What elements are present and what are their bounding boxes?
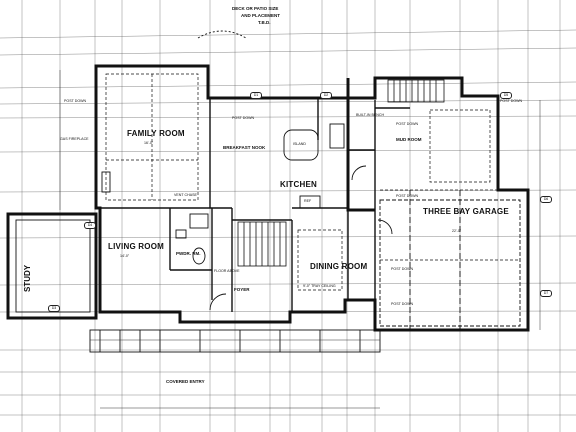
garage-label: THREE BAY GARAGE [423, 207, 509, 216]
tray-ceiling-note: 9'-0" TRAY CEILING [303, 284, 336, 288]
deck-note-line3: T.B.D. [258, 20, 271, 25]
island-label: ISLAND [293, 142, 306, 146]
ref-label: REF [304, 199, 312, 203]
foyer-label: FOYER [234, 287, 250, 292]
window-tag-7: D7 [540, 290, 552, 297]
living-room-dimension: 14'-0" [120, 254, 130, 258]
window-tag-1: D1 [250, 92, 262, 99]
deck-note-line1: DECK OR PATIO SIZE [232, 6, 279, 11]
fixtures [15, 30, 521, 353]
window-tag-4: D4 [84, 222, 96, 229]
kitchen-island [283, 129, 319, 161]
post-down-note-7: POST DOWN [500, 99, 523, 103]
living-room-label: LIVING ROOM [108, 242, 164, 251]
family-room-label: FAMILY ROOM [127, 129, 185, 138]
dimension-lines [59, 70, 541, 409]
garage-dimension: 22'-0" [452, 229, 462, 233]
deck-note-line2: AND PLACEMENT [241, 13, 280, 18]
covered-entry-label: COVERED ENTRY [166, 379, 205, 384]
powder-room-label: PWDR. RM. [176, 251, 201, 256]
window-tag-3: D3 [48, 305, 60, 312]
window-tag-5: D5 [500, 92, 512, 99]
kitchen-label: KITCHEN [280, 180, 317, 189]
floor-above-note: FLOOR ABOVE [214, 269, 240, 273]
study-label: STUDY [23, 264, 32, 292]
beam-dashes [105, 73, 520, 291]
window-tag-2: D2 [320, 92, 332, 99]
mud-room-label: MUD ROOM [396, 137, 422, 142]
family-room-dimension: 16'-0" [144, 141, 154, 145]
vent-chase-note: VENT CHASE [174, 193, 197, 197]
post-down-note-5: POST DOWN [391, 267, 414, 271]
post-down-note-1: POST DOWN [64, 99, 87, 103]
breakfast-nook-label: BREAKFAST NOOK [223, 145, 266, 150]
stairs [237, 79, 445, 267]
post-down-note-4: POST DOWN [396, 194, 419, 198]
post-down-note-6: POST DOWN [391, 302, 414, 306]
window-tag-6: D6 [540, 196, 552, 203]
post-down-note-2: POST DOWN [232, 116, 255, 120]
built-in-bench-note: BUILT-IN BENCH [356, 113, 385, 117]
post-down-note-3: POST DOWN [396, 122, 419, 126]
gas-fireplace-note: GAS FIREPLACE [60, 137, 89, 141]
exterior-walls [6, 64, 530, 332]
dining-room-label: DINING ROOM [310, 262, 368, 271]
